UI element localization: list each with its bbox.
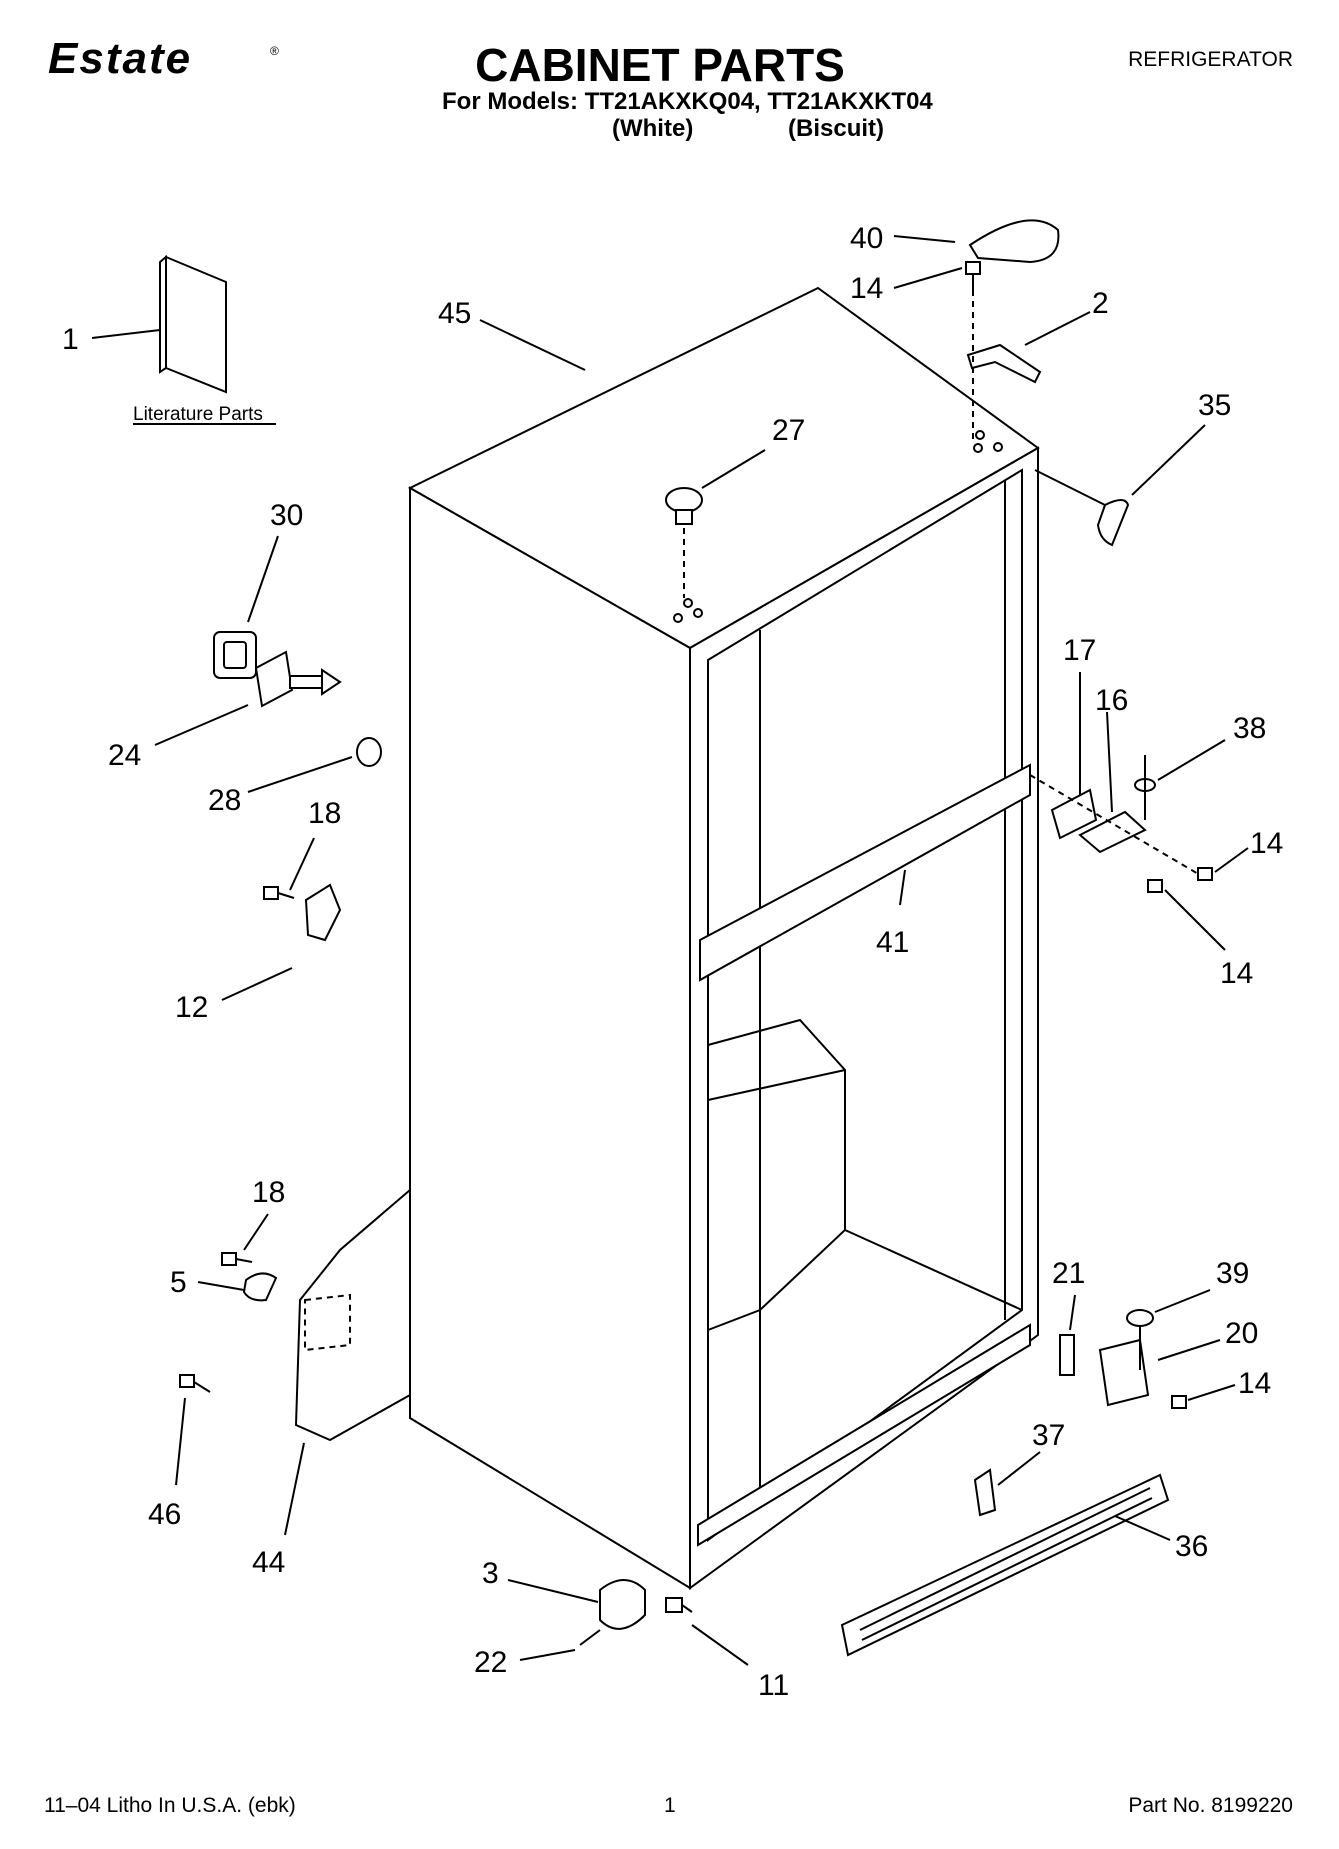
footer-litho: 11–04 Litho In U.S.A. (ebk) [44, 1794, 296, 1817]
door-stop-24 [254, 650, 342, 708]
gasket-30 [213, 631, 257, 679]
pin-22 [579, 1629, 601, 1646]
callout-24: 24 [108, 739, 141, 772]
callout-45: 45 [438, 297, 471, 330]
callout-14-top: 14 [850, 272, 883, 305]
cover-44 [294, 1187, 411, 1442]
screw-46 [179, 1374, 211, 1393]
callout-18-lower: 18 [252, 1176, 285, 1209]
crossbar-41 [699, 763, 1031, 982]
callout-11: 11 [758, 1669, 789, 1702]
washer-39 [1126, 1309, 1154, 1327]
callout-27: 27 [772, 414, 805, 447]
footer-page-number: 1 [664, 1794, 676, 1817]
leveling-roller-3 [599, 1579, 646, 1630]
center-hinge-16 [1078, 810, 1147, 854]
category-label: REFRIGERATOR [1128, 48, 1293, 71]
cabinet-45 [407, 286, 1040, 1590]
callout-14-lower: 14 [1220, 957, 1253, 990]
callout-16: 16 [1095, 684, 1128, 717]
callout-22: 22 [474, 1646, 507, 1679]
screw-11 [665, 1597, 693, 1613]
screw-18-upper [263, 886, 295, 900]
callout-44: 44 [252, 1546, 285, 1579]
brand-logo: Estate [48, 34, 193, 83]
callout-18-upper: 18 [308, 797, 341, 830]
callout-3: 3 [482, 1557, 499, 1590]
callout-35: 35 [1198, 389, 1231, 422]
callout-39: 39 [1216, 1257, 1249, 1290]
literature-booklet-1 [165, 255, 227, 394]
page-title: CABINET PARTS [475, 39, 845, 91]
literature-parts-label: Literature Parts [133, 404, 263, 425]
callout-labels: 1 45 40 14 2 35 27 30 24 28 18 12 17 16 … [62, 222, 1283, 1702]
callout-21: 21 [1052, 1257, 1085, 1290]
top-hinge-2 [966, 343, 1042, 384]
callout-30: 30 [270, 499, 303, 532]
bracket-21 [1059, 1334, 1075, 1376]
grille-36 [840, 1473, 1170, 1657]
hinge-pin-cover-35 [1096, 499, 1130, 547]
screw-14-lower [1147, 879, 1163, 893]
callout-14-middle: 14 [1250, 827, 1283, 860]
models-line: For Models: TT21AKXKQ04, TT21AKXKT04 [442, 88, 933, 115]
callout-14-bottom: 14 [1238, 1367, 1271, 1400]
screw-18-lower [221, 1252, 253, 1266]
screw-14-bottom [1171, 1395, 1187, 1409]
hinge-bracket-17 [1050, 788, 1098, 840]
plug-27 [665, 487, 703, 598]
clip-37 [973, 1468, 997, 1517]
callout-2: 2 [1092, 287, 1109, 320]
callout-40: 40 [850, 222, 883, 255]
callout-5: 5 [170, 1266, 187, 1299]
hinge-cover-40 [968, 219, 1060, 264]
variant-biscuit: (Biscuit) [788, 115, 884, 142]
callout-38: 38 [1233, 712, 1266, 745]
callout-37: 37 [1032, 1419, 1065, 1452]
callout-1: 1 [62, 323, 79, 356]
washer-28 [356, 737, 382, 767]
bracket-12 [304, 883, 342, 942]
screw-14-middle [1197, 867, 1213, 881]
callout-12: 12 [175, 991, 208, 1024]
screw-14-top [965, 261, 981, 290]
clip-5 [242, 1272, 278, 1302]
callout-17: 17 [1063, 634, 1096, 667]
callout-28: 28 [208, 784, 241, 817]
footer-part-number: Part No. 8199220 [1128, 1794, 1293, 1817]
callout-36: 36 [1175, 1530, 1208, 1563]
variant-white: (White) [612, 115, 694, 142]
registered-mark: ® [270, 44, 279, 58]
leader-lines [91, 235, 1249, 1666]
callout-20: 20 [1225, 1317, 1258, 1350]
bottom-hinge-20 [1098, 1338, 1150, 1407]
callout-41: 41 [876, 926, 909, 959]
callout-46: 46 [148, 1498, 181, 1531]
